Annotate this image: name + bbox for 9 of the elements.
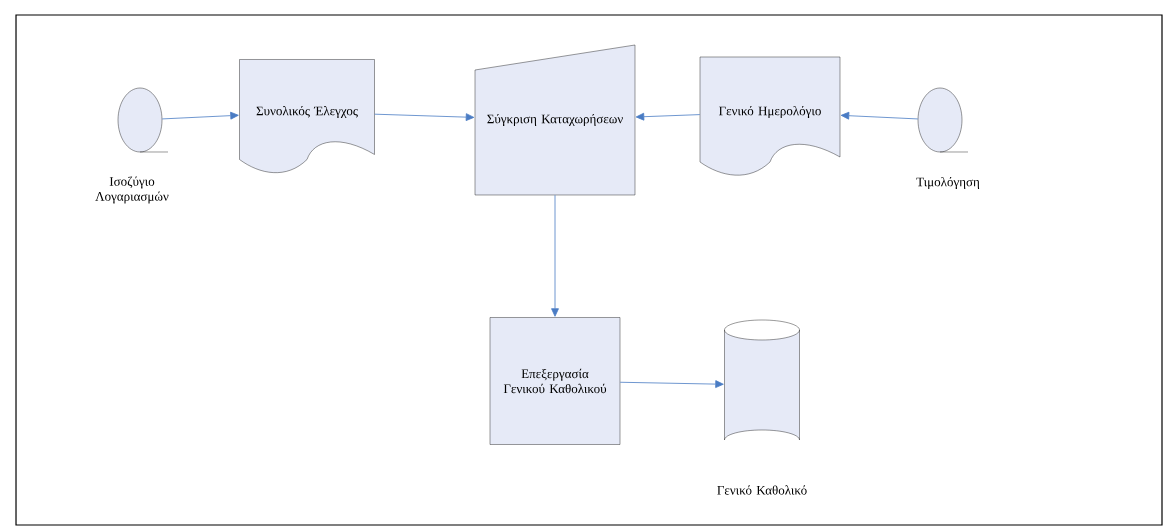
arrow — [374, 113, 475, 122]
arrow — [619, 380, 724, 388]
process-box: Επεξεργασία Γενικού Καθολικού — [489, 317, 621, 445]
arrow — [840, 111, 919, 120]
arrow — [551, 194, 559, 317]
node-label: Γενικό Καθολικό — [717, 485, 807, 495]
arrow — [161, 111, 239, 120]
storage-cylinder: Γενικό Καθολικό — [717, 319, 807, 495]
arrow — [635, 112, 701, 121]
